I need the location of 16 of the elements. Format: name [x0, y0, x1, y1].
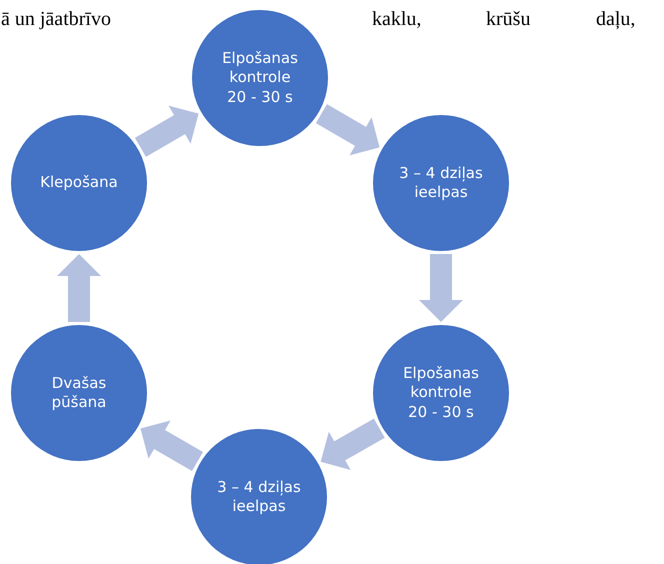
block-arrow — [419, 254, 463, 322]
block-arrow — [320, 418, 385, 470]
step-label: 3 – 4 dziļas ieelpas — [399, 164, 483, 202]
step-label: 3 – 4 dziļas ieelpas — [217, 478, 301, 516]
block-arrow — [316, 104, 380, 156]
step-label: Dvašas pūšana — [50, 374, 108, 412]
body-text-fragment: daļu, — [596, 8, 636, 31]
body-text-fragment: kaklu, — [372, 8, 422, 31]
block-arrow — [140, 420, 204, 471]
step-label: Elpošanas kontrole 20 - 30 s — [402, 364, 480, 422]
step-label: Klepošana — [40, 173, 118, 193]
body-text-fragment: ā un jāatbrīvo — [1, 8, 111, 31]
body-text-fragment: krūšu — [486, 8, 530, 31]
block-arrow — [134, 106, 199, 157]
block-arrow — [57, 254, 101, 322]
step-label: Elpošanas kontrole 20 - 30 s — [221, 48, 299, 108]
